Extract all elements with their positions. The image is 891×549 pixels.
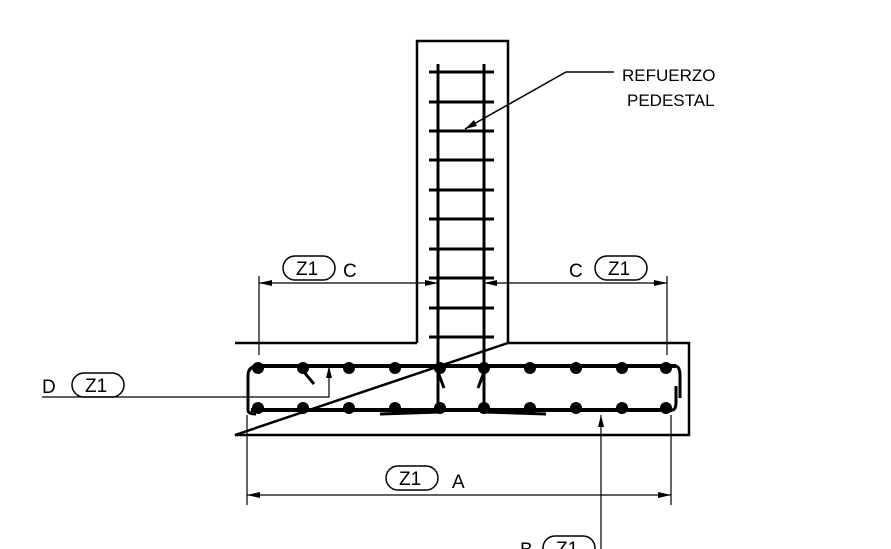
pedestal-outline — [415, 39, 510, 343]
c-right-zone: Z1 — [608, 259, 630, 280]
rebar-dot — [389, 362, 401, 374]
callout-line-1: REFUERZO — [622, 66, 716, 85]
rebar-dot — [434, 402, 446, 414]
rebar-dot — [570, 362, 582, 374]
dimension-c-left: Z1 C — [258, 255, 438, 355]
b-zone: Z1 — [556, 539, 578, 549]
callout-line-2: PEDESTAL — [627, 91, 715, 110]
pedestal-reinforcement-callout: REFUERZO PEDESTAL — [464, 66, 716, 130]
rebar-dot — [252, 362, 264, 374]
dimension-a: Z1 A — [246, 415, 672, 505]
rebar-dots — [252, 362, 672, 414]
a-zone: Z1 — [399, 469, 421, 490]
rebar-dot — [616, 362, 628, 374]
dimension-c-right: C Z1 — [484, 255, 668, 355]
rebar-dot — [524, 362, 536, 374]
rebar-dot — [524, 402, 536, 414]
footing-outline — [234, 341, 691, 437]
rebar-dot — [389, 402, 401, 414]
rebar-dot — [343, 362, 355, 374]
c-left-zone: Z1 — [296, 259, 318, 280]
rebar-dot — [660, 362, 672, 374]
rebar-dot — [570, 402, 582, 414]
pedestal-stirrups — [429, 70, 494, 339]
rebar-dot — [616, 402, 628, 414]
b-letter: B — [520, 540, 533, 549]
pedestal-vertical-bars — [379, 64, 547, 416]
a-letter: A — [452, 472, 465, 493]
d-letter: D — [42, 377, 56, 398]
rebar-dot — [343, 402, 355, 414]
d-zone: Z1 — [85, 376, 107, 397]
leader-d: D Z1 — [42, 366, 332, 398]
rebar-dot — [434, 362, 446, 374]
c-left-letter: C — [343, 261, 357, 282]
footing-mesh — [246, 364, 682, 416]
rebar-dot — [252, 402, 264, 414]
rebar-dot — [297, 362, 309, 374]
rebar-dot — [660, 402, 672, 414]
rebar-dot — [297, 402, 309, 414]
c-right-letter: C — [569, 261, 583, 282]
leader-b: B Z1 — [520, 415, 604, 549]
rebar-dot — [478, 362, 490, 374]
rebar-dot — [478, 402, 490, 414]
